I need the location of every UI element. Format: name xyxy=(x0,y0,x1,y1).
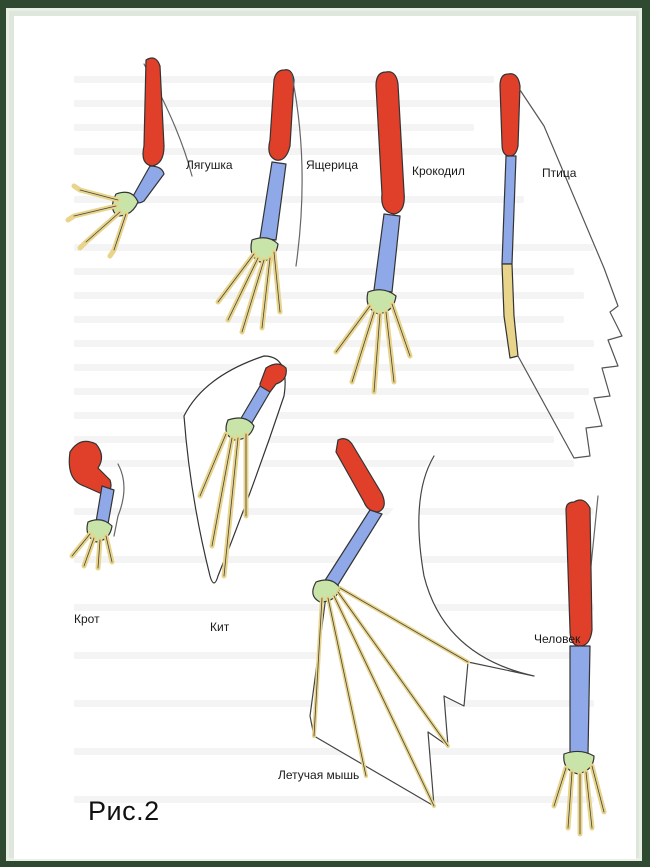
mole-humerus xyxy=(69,441,111,494)
textbook-page: Лягушка Ящерица Крокодил Птица Крот Кит … xyxy=(14,16,636,859)
homologous-limbs-diagram xyxy=(14,16,636,859)
label-crocodile: Крокодил xyxy=(412,164,465,178)
label-frog: Лягушка xyxy=(186,158,233,172)
bat-humerus xyxy=(336,439,384,512)
lizard-humerus xyxy=(269,70,294,161)
bird-humerus xyxy=(500,74,520,156)
human-radius-ulna xyxy=(570,646,590,754)
label-bat: Летучая мышь xyxy=(278,768,359,782)
bird-radius-ulna xyxy=(502,156,516,264)
lizard-limb xyxy=(218,70,302,332)
figure-caption: Рис.2 xyxy=(88,796,160,827)
crocodile-limb xyxy=(336,72,410,392)
frog-humerus xyxy=(143,58,164,166)
human-limb xyxy=(554,496,604,834)
lizard-radius-ulna xyxy=(260,162,286,240)
mole-limb xyxy=(69,441,124,568)
frog-radius-ulna xyxy=(132,166,164,203)
label-mole: Крот xyxy=(74,612,100,626)
human-humerus xyxy=(566,500,592,646)
label-whale: Кит xyxy=(210,620,229,634)
bird-hand xyxy=(502,264,518,358)
label-lizard: Ящерица xyxy=(306,158,358,172)
human-carpals xyxy=(564,751,594,774)
bird-limb xyxy=(500,74,622,458)
label-bird: Птица xyxy=(542,166,576,180)
crocodile-humerus xyxy=(376,72,404,214)
label-human: Человек xyxy=(534,632,580,646)
frog-limb xyxy=(68,58,192,256)
whale-limb xyxy=(184,356,286,583)
crocodile-radius-ulna xyxy=(374,214,400,292)
bat-limb xyxy=(310,439,534,806)
